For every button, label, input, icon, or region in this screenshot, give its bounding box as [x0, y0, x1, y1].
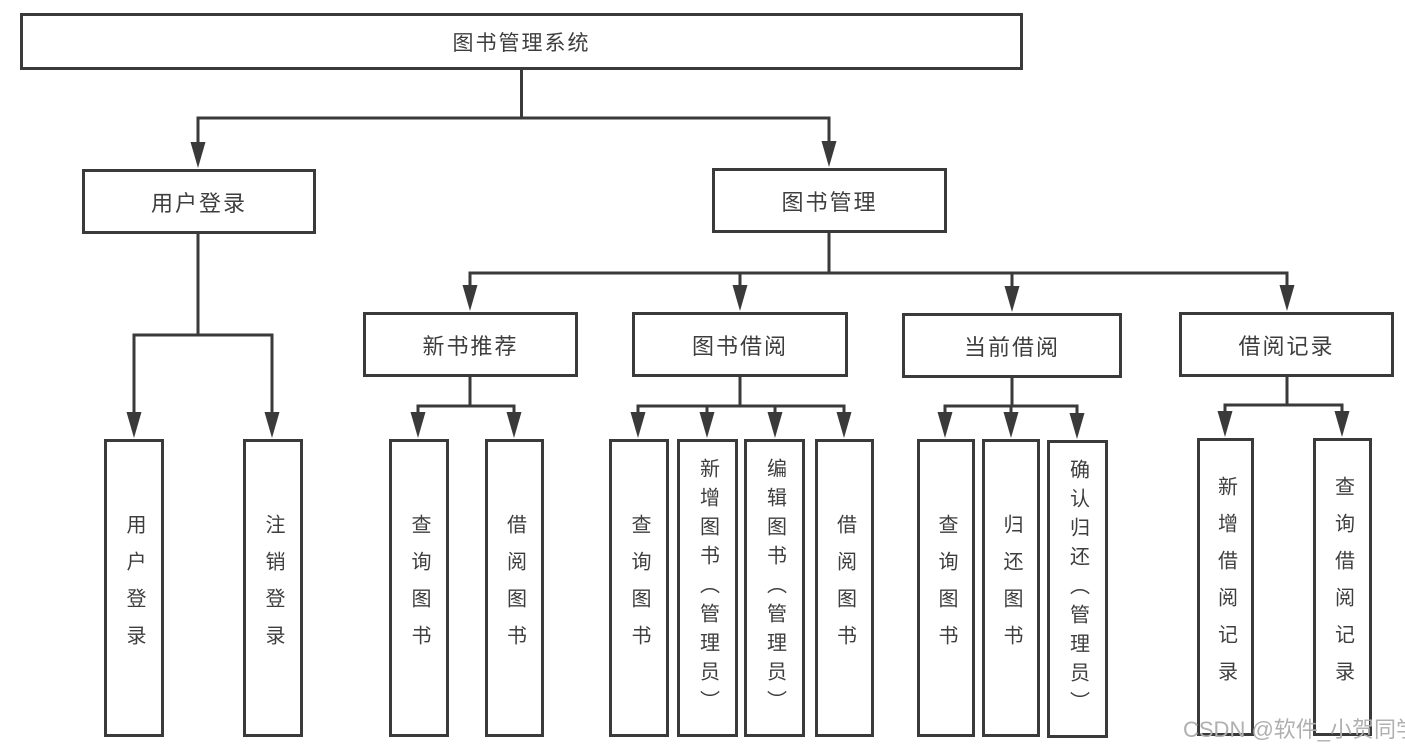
leaf-user-login: 用户登录: [104, 439, 164, 737]
leaf-add-borrow-record-label: 新增借阅记录: [1214, 476, 1237, 698]
leaf-recommend-borrow-books-label: 借阅图书: [503, 514, 526, 662]
leaf-current-query-books-label: 查询图书: [935, 514, 957, 662]
node-new-book-recommend: 新书推荐: [363, 312, 578, 377]
node-book-borrowing: 图书借阅: [632, 312, 848, 377]
node-book-management-label: 图书管理: [781, 189, 878, 215]
leaf-add-books-admin-label: 新增图书（管理员）: [696, 457, 719, 719]
leaf-recommend-query-books-label: 查询图书: [408, 514, 430, 662]
leaf-logout-label: 注销登录: [262, 514, 284, 662]
leaf-return-books-label: 归还图书: [1000, 514, 1022, 662]
leaf-query-borrow-record: 查询借阅记录: [1313, 438, 1372, 736]
leaf-current-query-books: 查询图书: [917, 439, 975, 737]
node-user-login: 用户登录: [82, 169, 316, 234]
leaf-edit-books-admin: 编辑图书（管理员）: [744, 439, 805, 737]
leaf-confirm-return-admin-label: 确认归还（管理员）: [1066, 458, 1089, 720]
leaf-borrowing-borrow-books-label: 借阅图书: [833, 514, 856, 662]
leaf-add-books-admin: 新增图书（管理员）: [677, 439, 738, 737]
leaf-return-books: 归还图书: [982, 439, 1040, 737]
leaf-logout: 注销登录: [243, 439, 303, 737]
leaf-recommend-borrow-books: 借阅图书: [485, 439, 544, 737]
node-borrowing-records: 借阅记录: [1179, 312, 1394, 377]
leaf-query-borrow-record-label: 查询借阅记录: [1331, 476, 1354, 698]
leaf-recommend-query-books: 查询图书: [389, 439, 449, 737]
node-current-borrowing: 当前借阅: [902, 313, 1122, 378]
node-new-book-recommend-label: 新书推荐: [422, 333, 519, 359]
leaf-borrowing-borrow-books: 借阅图书: [815, 439, 874, 737]
leaf-edit-books-admin-label: 编辑图书（管理员）: [763, 457, 786, 719]
csdn-watermark: CSDN @软件_小贺同学: [1183, 717, 1405, 742]
node-borrowing-records-label: 借阅记录: [1238, 333, 1335, 359]
node-root: 图书管理系统: [20, 13, 1023, 70]
leaf-add-borrow-record: 新增借阅记录: [1197, 438, 1254, 736]
node-current-borrowing-label: 当前借阅: [963, 334, 1060, 360]
node-book-management: 图书管理: [712, 168, 947, 233]
leaf-confirm-return-admin: 确认归还（管理员）: [1047, 440, 1108, 738]
node-book-borrowing-label: 图书借阅: [691, 333, 788, 359]
leaf-borrowing-query-books-label: 查询图书: [628, 514, 650, 662]
leaf-borrowing-query-books: 查询图书: [609, 439, 669, 737]
leaf-user-login-label: 用户登录: [123, 514, 145, 662]
node-user-login-label: 用户登录: [150, 190, 247, 216]
node-root-label: 图书管理系统: [452, 31, 591, 55]
